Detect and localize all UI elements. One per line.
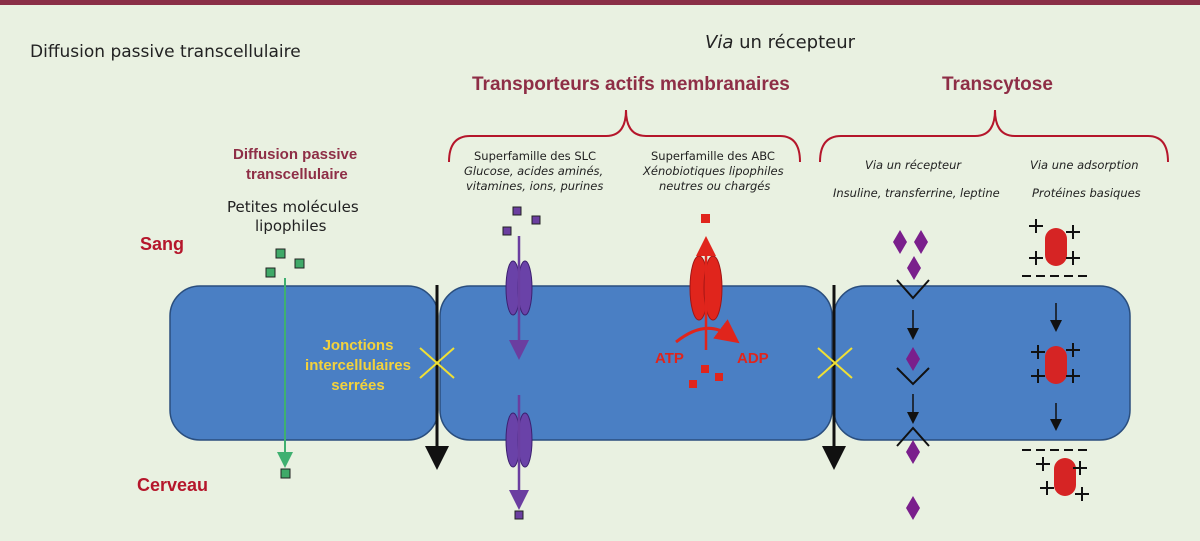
tight-junctions-line2: intercellulaires — [305, 357, 411, 374]
tight-junctions-line3: serrées — [331, 377, 385, 394]
transcytosis-title: Transcytose — [942, 74, 1053, 95]
channel-transporter-icon — [505, 412, 533, 468]
endothelial-cell-right — [833, 285, 1131, 441]
small-molecule — [294, 258, 305, 269]
receptor-subtitle: Via un récepteur — [865, 158, 961, 172]
small-molecules-line1: Petites molécules — [227, 198, 359, 216]
abc-molecule — [689, 380, 697, 388]
abc-desc-line1: Xénobiotiques lipophiles — [643, 164, 784, 178]
receptor-vesicle — [896, 279, 930, 300]
receptor-vesicle — [896, 426, 930, 447]
small-molecule — [265, 267, 276, 278]
abc-molecule — [715, 373, 723, 381]
slc-molecule — [502, 226, 512, 236]
channel-transporter-icon — [505, 260, 533, 316]
top-accent-bar — [0, 0, 1200, 5]
brain-label: Cerveau — [137, 475, 209, 495]
slc-molecule — [531, 215, 541, 225]
diamond-ligand-icon — [906, 347, 920, 371]
via-italic: Via — [705, 32, 734, 53]
small-molecule — [275, 248, 286, 259]
channel-transporter-icon — [689, 255, 723, 321]
slc-molecule — [512, 206, 522, 216]
receptor-vesicle — [896, 367, 930, 386]
tight-junctions-line1: Jonctions — [322, 337, 394, 354]
slc-desc-line2: vitamines, ions, purines — [466, 179, 604, 193]
adsorption-via: Via — [1030, 158, 1049, 172]
atp-adp-arrow — [675, 319, 740, 344]
abc-title: Superfamille des ABC — [651, 149, 775, 163]
basic-protein-transit — [1031, 343, 1080, 384]
slc-molecule — [514, 510, 524, 520]
abc-molecule — [701, 214, 710, 223]
diamond-ligand-icon — [907, 256, 921, 280]
abc-molecule — [701, 365, 709, 373]
transporters-title: Transporteurs actifs membranaires — [472, 74, 790, 95]
left-heading: Diffusion passive transcellulaire — [30, 42, 301, 62]
cross-junction-icon — [817, 347, 853, 379]
diamond-ligand-icon — [906, 496, 920, 520]
small-molecules-line2: lipophiles — [255, 217, 327, 235]
brace-transcytosis — [819, 109, 1169, 163]
tight-junctions-label: Jonctions intercellulaires serrées — [298, 336, 418, 396]
via-rest: un récepteur — [733, 32, 856, 53]
basic-protein-blood — [1029, 219, 1080, 266]
cross-junction-icon — [419, 347, 455, 379]
abc-desc-line2: neutres ou chargés — [659, 179, 771, 193]
receptor-examples: Insuline, transferrine, leptine — [833, 186, 1000, 200]
blood-label: Sang — [140, 234, 185, 254]
diffusion-title-line1: Diffusion passive — [233, 146, 358, 163]
receptor-rest: un récepteur — [883, 158, 962, 172]
brace-transporters — [448, 109, 801, 163]
slc-title: Superfamille des SLC — [474, 149, 597, 163]
receptor-via: Via — [865, 158, 884, 172]
diffusion-title-line2: transcellulaire — [246, 166, 348, 183]
via-receptor-heading: Via un récepteur — [705, 32, 855, 53]
endothelial-cell-middle — [439, 285, 833, 441]
adsorption-rest: une adsorption — [1048, 158, 1139, 172]
diamond-ligand-icon — [893, 230, 907, 254]
atp-label: ATP — [655, 350, 684, 367]
slc-desc-line1: Glucose, acides aminés, — [464, 164, 604, 178]
small-molecule — [280, 468, 291, 479]
adsorption-subtitle: Via une adsorption — [1030, 158, 1139, 172]
diamond-ligand-icon — [914, 230, 928, 254]
basic-protein-brain — [1036, 457, 1089, 501]
adsorption-examples: Protéines basiques — [1032, 186, 1141, 200]
diamond-ligand-icon — [906, 440, 920, 464]
adp-label: ADP — [737, 350, 769, 367]
